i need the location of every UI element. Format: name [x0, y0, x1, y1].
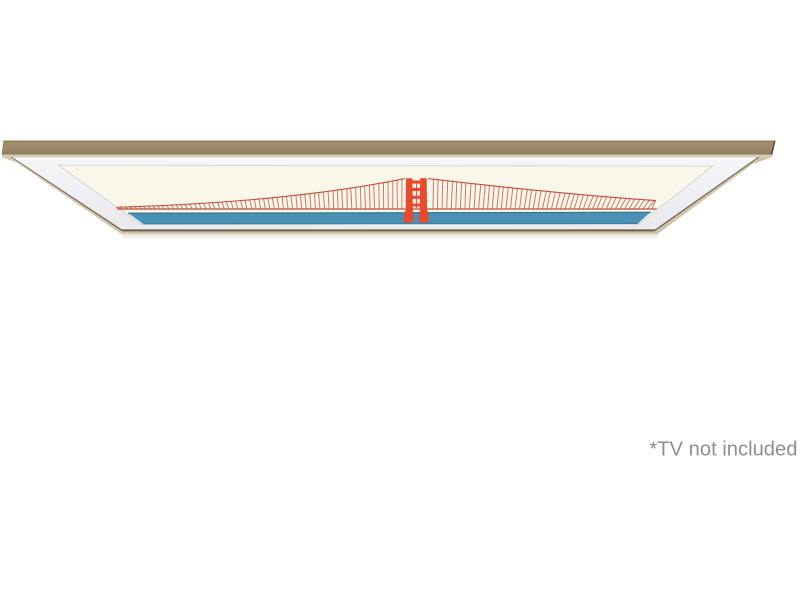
- svg-text:*TV not included: *TV not included: [649, 439, 797, 461]
